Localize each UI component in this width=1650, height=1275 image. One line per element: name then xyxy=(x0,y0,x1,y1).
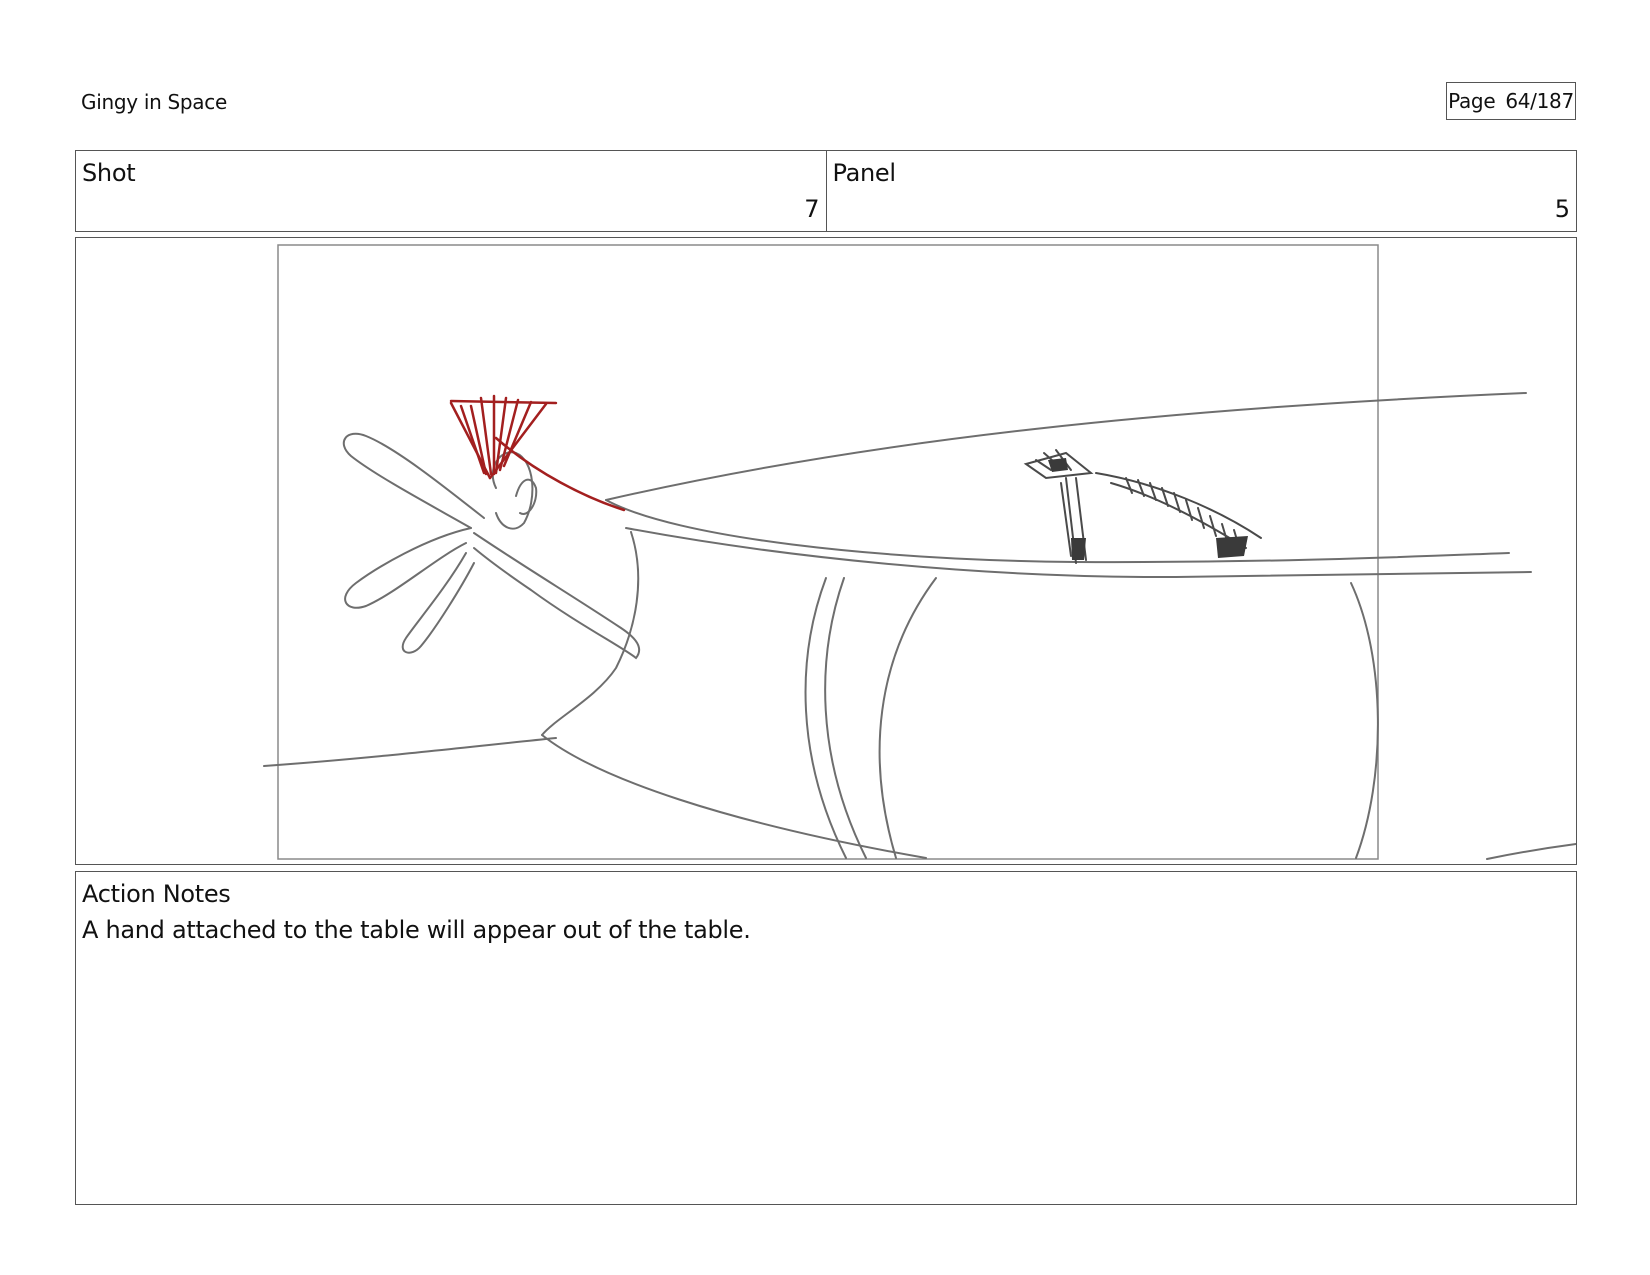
table-thickness-edge xyxy=(625,527,1532,579)
action-notes-text: A hand attached to the table will appear… xyxy=(82,916,751,944)
table-side-right xyxy=(1350,582,1379,859)
table-bottom-curve xyxy=(541,734,927,859)
page-indicator: Page 64/187 xyxy=(1446,82,1576,120)
panel-label: Panel xyxy=(832,159,897,187)
document-title: Gingy in Space xyxy=(81,90,227,114)
storyboard-frame xyxy=(75,237,1577,865)
table-leg-line-3 xyxy=(878,577,937,859)
panel-number: 5 xyxy=(1554,195,1570,223)
shot-cell: Shot 7 xyxy=(76,151,826,231)
storyboard-sketch-illustration xyxy=(263,244,1576,860)
table-side-left xyxy=(541,531,640,736)
action-notes-box: Action Notes A hand attached to the tabl… xyxy=(75,871,1577,1205)
action-notes-label: Action Notes xyxy=(82,880,231,908)
character-leg xyxy=(401,552,475,654)
character-body-stick xyxy=(473,532,641,660)
sketch-lines xyxy=(263,392,1576,860)
character-arm-upper xyxy=(342,432,485,529)
background-line-right xyxy=(1486,843,1576,860)
shot-label: Shot xyxy=(82,159,136,187)
red-accent-hatch xyxy=(449,394,626,512)
shot-number: 7 xyxy=(804,195,820,223)
table-top-front-edge xyxy=(605,499,1510,564)
table-leg-line-1 xyxy=(804,577,847,859)
page-number: 64/187 xyxy=(1505,89,1574,113)
panel-cell: Panel 5 xyxy=(825,151,1577,231)
camera-safe-frame xyxy=(277,244,1379,860)
page-label: Page xyxy=(1448,89,1496,113)
character-arm-lower xyxy=(344,527,472,609)
table-top-back-edge xyxy=(605,392,1527,501)
hand-fingertip-shadows xyxy=(1048,458,1248,560)
table-leg-line-2 xyxy=(824,577,867,859)
character-eye xyxy=(515,478,538,515)
shot-panel-header: Shot 7 Panel 5 xyxy=(75,150,1577,232)
background-line xyxy=(263,737,557,767)
character-head xyxy=(491,451,534,530)
